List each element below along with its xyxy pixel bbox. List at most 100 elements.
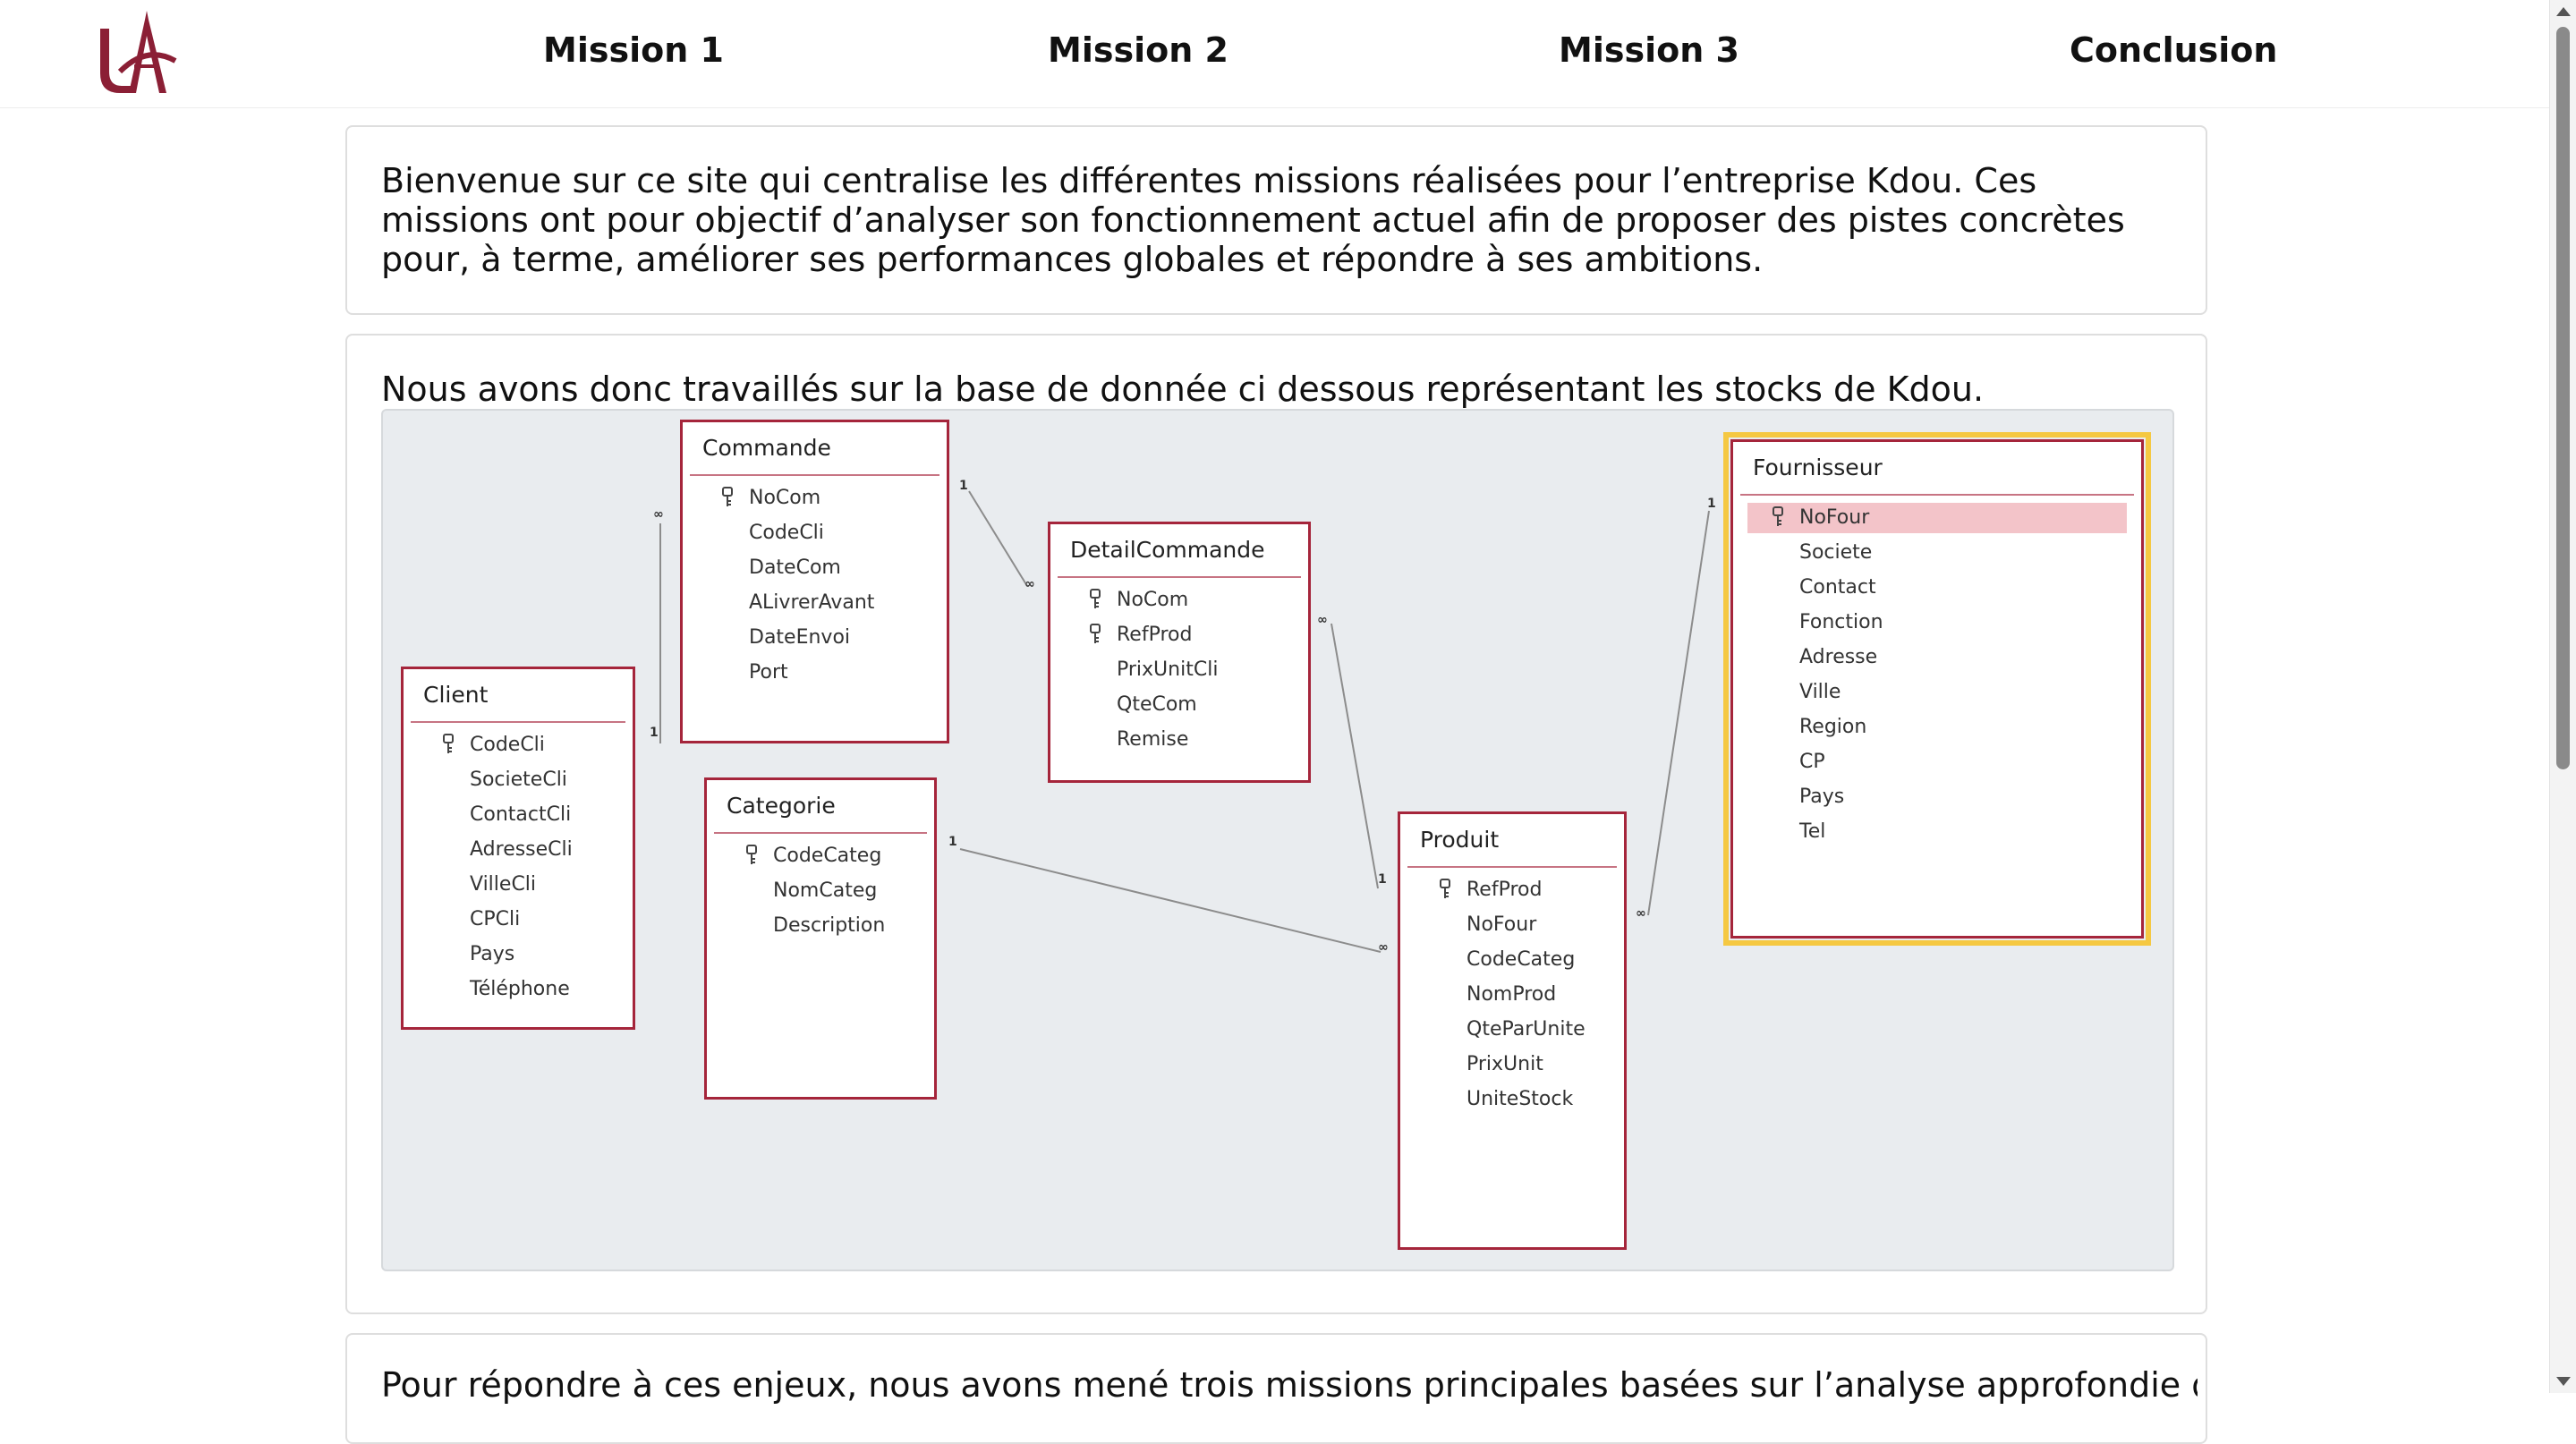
field-label: CodeCli [749, 522, 824, 544]
university-logo[interactable] [93, 9, 179, 98]
table-separator [690, 474, 939, 476]
table-title: DetailCommande [1070, 537, 1265, 563]
field-adressecli[interactable]: AdresseCli [418, 835, 618, 865]
field-label: Remise [1117, 728, 1189, 751]
field-societe[interactable]: Societe [1747, 538, 2127, 568]
field-label: Pays [1799, 786, 1845, 808]
rel-label-commande-detail-many: ∞ [1024, 577, 1035, 591]
field-label: UniteStock [1467, 1088, 1574, 1110]
scrollbar-thumb[interactable] [2556, 27, 2570, 769]
field-cpcli[interactable]: CPCli [418, 905, 618, 935]
page-scrollbar[interactable] [2549, 0, 2576, 1393]
table-title: Commande [702, 435, 831, 461]
field-alivreravant[interactable]: ALivrerAvant [697, 588, 932, 618]
field-contactcli[interactable]: ContactCli [418, 800, 618, 830]
field-contact[interactable]: Contact [1747, 573, 2127, 603]
field-villecli[interactable]: VilleCli [418, 870, 618, 900]
table-title: Client [423, 682, 489, 708]
field-ville[interactable]: Ville [1747, 677, 2127, 708]
relationship-lines [659, 490, 1710, 953]
rel-label-detail-produit-many: ∞ [1317, 613, 1328, 627]
field-label: CodeCli [470, 734, 545, 756]
nav-mission-2[interactable]: Mission 2 [1048, 30, 1228, 70]
field-dateenvoi[interactable]: DateEnvoi [697, 623, 932, 653]
table-produit[interactable]: Produit RefProd NoFour CodeCateg NomProd… [1398, 811, 1627, 1250]
table-detailcommande[interactable]: DetailCommande NoCom RefProd PrixUnitCli… [1048, 522, 1311, 783]
field-label: VilleCli [470, 873, 537, 896]
field-label: Téléphone [470, 978, 570, 1000]
field-qtecom[interactable]: QteCom [1065, 690, 1294, 720]
field-unitestock[interactable]: UniteStock [1415, 1084, 1610, 1115]
nav-mission-3[interactable]: Mission 3 [1559, 30, 1739, 70]
table-commande[interactable]: Commande NoCom CodeCli DateCom ALivrerAv… [680, 420, 949, 743]
scroll-down-icon[interactable] [2556, 1377, 2571, 1386]
selected-table-highlight [1723, 432, 2151, 946]
field-label: SocieteCli [470, 769, 567, 791]
field-port[interactable]: Port [697, 658, 932, 688]
field-codecateg[interactable]: CodeCateg [1415, 945, 1610, 975]
field-telephone[interactable]: Téléphone [418, 974, 618, 1005]
field-codecli[interactable]: CodeCli [418, 730, 618, 760]
field-label: PrixUnitCli [1117, 658, 1219, 681]
nav-conclusion[interactable]: Conclusion [2070, 30, 2278, 70]
field-label: DateEnvoi [749, 626, 851, 649]
field-nomprod[interactable]: NomProd [1415, 980, 1610, 1010]
field-region[interactable]: Region [1747, 712, 2127, 743]
field-nocom[interactable]: NoCom [697, 483, 932, 514]
field-codecateg[interactable]: CodeCateg [721, 841, 920, 871]
database-card: Nous avons donc travaillés sur la base d… [345, 334, 2207, 1314]
field-nocom[interactable]: NoCom [1065, 585, 1294, 616]
key-icon [722, 487, 733, 508]
table-separator [1740, 494, 2134, 496]
intro-card: Bienvenue sur ce site qui centralise les… [345, 125, 2207, 315]
field-refprod[interactable]: RefProd [1065, 620, 1294, 650]
table-title: Produit [1420, 827, 1500, 853]
field-prixunit[interactable]: PrixUnit [1415, 1049, 1610, 1080]
field-codecli[interactable]: CodeCli [697, 518, 932, 548]
field-qteparunite[interactable]: QteParUnite [1415, 1015, 1610, 1045]
field-cp[interactable]: CP [1747, 747, 2127, 777]
field-label: Fonction [1799, 611, 1883, 633]
field-label: RefProd [1117, 624, 1193, 646]
nav-mission-1[interactable]: Mission 1 [543, 30, 724, 70]
field-label: ALivrerAvant [749, 591, 875, 614]
field-label: NomCateg [773, 879, 878, 902]
field-label: Description [773, 914, 886, 937]
field-label: NoCom [749, 487, 821, 509]
field-description[interactable]: Description [721, 911, 920, 941]
field-fonction[interactable]: Fonction [1747, 607, 2127, 638]
rel-label-categorie-produit-one: 1 [948, 835, 957, 849]
field-label: Contact [1799, 576, 1876, 599]
field-adresse[interactable]: Adresse [1747, 642, 2127, 673]
field-label: CP [1799, 751, 1825, 773]
rel-detail-produit [1331, 623, 1379, 889]
field-tel[interactable]: Tel [1747, 817, 2127, 847]
field-refprod[interactable]: RefProd [1415, 875, 1610, 905]
field-remise[interactable]: Remise [1065, 725, 1294, 755]
field-label: CodeCateg [1467, 948, 1576, 971]
field-nofour[interactable]: NoFour [1747, 503, 2127, 533]
table-separator [411, 721, 625, 723]
field-nofour[interactable]: NoFour [1415, 910, 1610, 940]
scroll-up-icon[interactable] [2556, 7, 2571, 16]
field-pays[interactable]: Pays [1747, 782, 2127, 812]
table-separator [1407, 866, 1617, 868]
key-icon [443, 734, 454, 755]
database-diagram: ∞ 1 1 ∞ ∞ 1 1 ∞ 1 ∞ Commande NoCom CodeC… [381, 409, 2174, 1271]
key-icon [746, 845, 757, 866]
table-separator [1058, 576, 1301, 578]
field-nomcateg[interactable]: NomCateg [721, 876, 920, 906]
rel-commande-detail [968, 490, 1028, 587]
field-datecom[interactable]: DateCom [697, 553, 932, 583]
field-label: DateCom [749, 556, 841, 579]
key-icon [1773, 506, 1783, 528]
table-categorie[interactable]: Categorie CodeCateg NomCateg Description [704, 777, 937, 1100]
field-prixunitcli[interactable]: PrixUnitCli [1065, 655, 1294, 685]
field-pays[interactable]: Pays [418, 939, 618, 970]
table-client[interactable]: Client CodeCli SocieteCli ContactCli Adr… [401, 667, 635, 1030]
field-societecli[interactable]: SocieteCli [418, 765, 618, 795]
table-fournisseur[interactable]: Fournisseur NoFour Societe Contact Fonct… [1730, 439, 2144, 939]
rel-label-commande-client-one: 1 [650, 726, 659, 740]
field-label: NomProd [1467, 983, 1557, 1006]
missions-text: Pour répondre à ces enjeux, nous avons m… [381, 1365, 2198, 1405]
